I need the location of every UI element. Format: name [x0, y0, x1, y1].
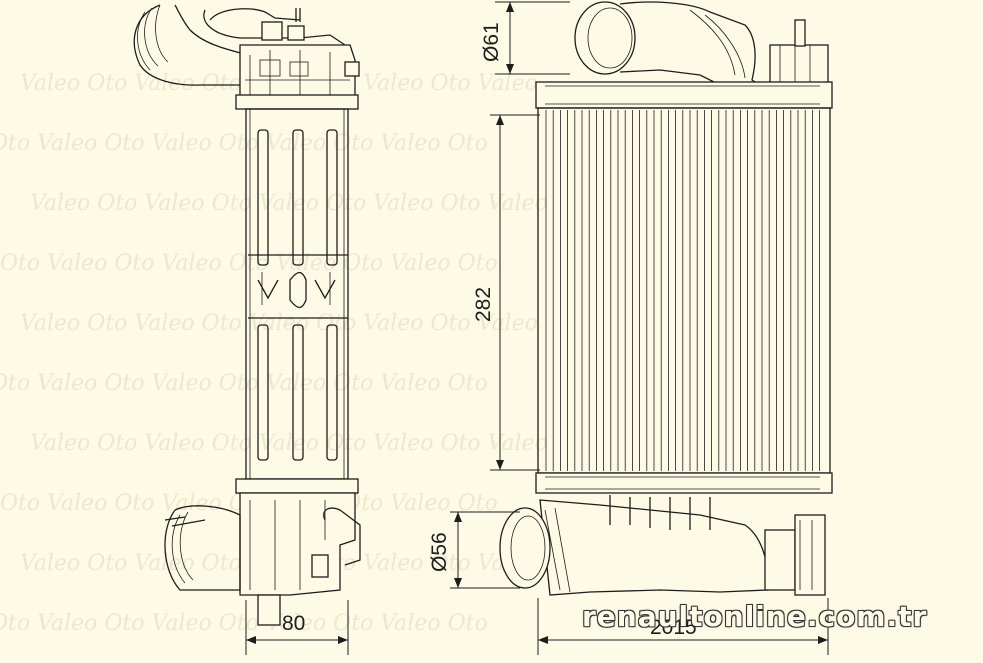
front-core — [537, 107, 831, 474]
dimension-inlet-diameter-label: Ø56 — [428, 532, 451, 572]
side-view — [133, 4, 361, 626]
dimension-inlet-diameter: Ø56 — [428, 511, 520, 589]
side-core — [245, 108, 349, 480]
side-top-tank — [235, 44, 360, 110]
svg-text:Valeo Oto Valeo Oto Valeo: Valeo Oto Valeo Oto Valeo Oto Valeo Oto … — [30, 431, 548, 456]
svg-text:Valeo Oto Valeo Oto Valeo: Valeo Oto Valeo Oto Valeo Oto Valeo Oto … — [30, 191, 548, 216]
dimension-outlet-diameter: Ø61 — [480, 1, 570, 75]
front-bottom-tank — [535, 472, 833, 494]
dimension-core-height: 282 — [472, 114, 540, 471]
side-bottom-tank — [235, 478, 361, 626]
side-bottom-pipe — [164, 505, 241, 591]
front-view — [499, 1, 833, 596]
svg-text:Valeo Oto Valeo Oto Valeo: Valeo Oto Valeo Oto Valeo Oto Valeo Oto … — [20, 311, 538, 336]
front-inlet-pipe — [499, 495, 826, 596]
svg-text:Oto Valeo Oto Valeo Oto V: Oto Valeo Oto Valeo Oto Valeo Oto Valeo … — [0, 611, 488, 636]
dimension-thickness: 80 — [245, 600, 349, 655]
svg-text:Oto Valeo Oto Valeo Oto V: Oto Valeo Oto Valeo Oto Valeo Oto Valeo … — [0, 131, 488, 156]
side-top-pipe — [133, 4, 351, 86]
dimension-width-label: 2015 — [650, 616, 697, 639]
dimension-width: 2015 — [537, 598, 829, 655]
dimension-core-height-label: 282 — [472, 287, 495, 322]
dimension-outlet-diameter-label: Ø61 — [480, 22, 503, 62]
dimension-thickness-label: 80 — [282, 612, 305, 635]
front-outlet-pipe — [574, 1, 829, 86]
svg-text:Oto Valeo Oto Valeo Oto V: Oto Valeo Oto Valeo Oto Valeo Oto Valeo … — [0, 371, 488, 396]
watermark-text: renaultonline.com.tr — [582, 600, 928, 633]
